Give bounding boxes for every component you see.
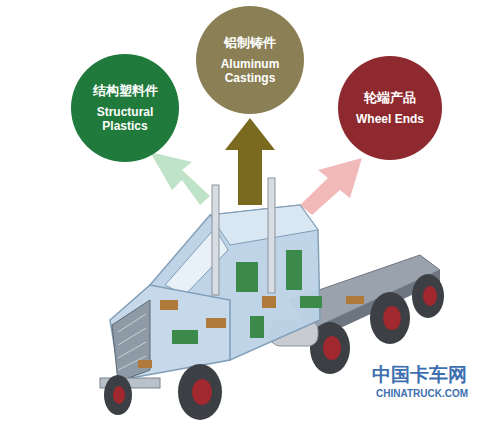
circle-shape xyxy=(338,56,442,160)
category-subtitle: Aluminum Castings xyxy=(210,57,290,86)
category-title: 轮端产品 xyxy=(364,90,416,107)
category-subtitle: Structural Plastics xyxy=(85,105,165,134)
arrow-right xyxy=(300,158,362,215)
arrow-left xyxy=(150,152,210,205)
category-circle: 结构塑料件 Structural Plastics xyxy=(71,54,179,162)
category-title: 铝制铸件 xyxy=(224,35,276,52)
watermark: 中国卡车网 xyxy=(372,362,467,388)
watermark: CHINATRUCK.COM xyxy=(376,388,468,399)
category-subtitle: Wheel Ends xyxy=(356,112,424,126)
category-circle: 铝制铸件 Aluminum Castings xyxy=(196,6,304,114)
category-title: 结构塑料件 xyxy=(93,83,158,100)
category-circle: 轮端产品 Wheel Ends xyxy=(338,56,442,160)
